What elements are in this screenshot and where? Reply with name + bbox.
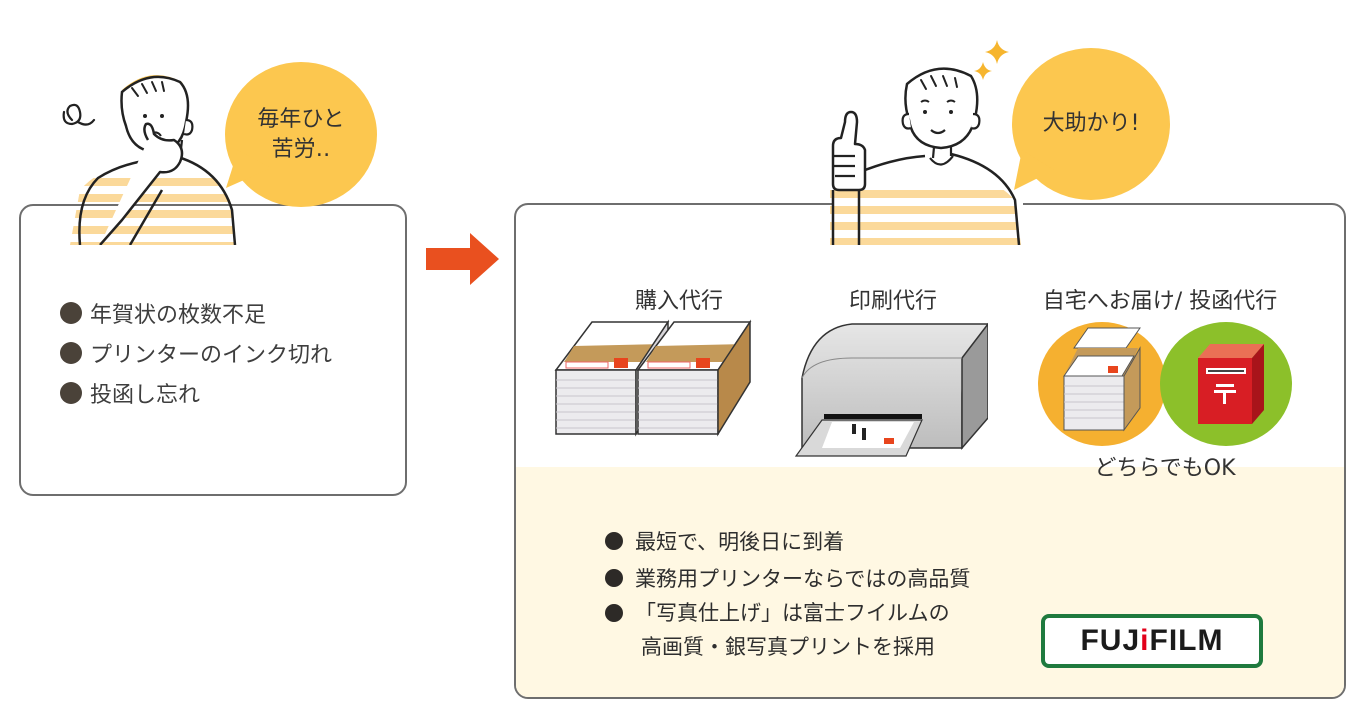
- logo-text-part1: FUJ: [1080, 624, 1141, 657]
- problem-list: 年賀状の枚数不足 プリンターのインク切れ 投函し忘れ: [60, 293, 332, 413]
- bubble-text-line2: 苦労‥: [271, 136, 331, 162]
- bubble-text: 大助かり!: [1042, 111, 1140, 136]
- problem-item: 投函し忘れ: [60, 373, 332, 413]
- service-label-purchase: 購入代行: [634, 289, 723, 314]
- benefit-text: 業務用プリンターならではの高品質: [635, 566, 971, 591]
- speech-bubble-before: 毎年ひと 苦労‥: [225, 62, 377, 207]
- logo-text-part2: FILM: [1149, 624, 1224, 657]
- problem-item: 年賀状の枚数不足: [60, 293, 332, 333]
- benefit-item: 「写真仕上げ」は富士フイルムの 高画質・銀写真プリントを採用: [605, 596, 970, 664]
- benefit-text-line1: 「写真仕上げ」は富士フイルムの: [635, 601, 950, 625]
- postbox-icon: [1198, 344, 1264, 424]
- benefit-list: 最短で、明後日に到着 業務用プリンターならではの高品質 「写真仕上げ」は富士フイ…: [605, 522, 970, 664]
- speech-bubble-tail: [226, 150, 271, 188]
- benefit-text: 最短で、明後日に到着: [635, 529, 845, 554]
- postcard-stack-icon: [1063, 327, 1141, 432]
- benefit-item: 最短で、明後日に到着: [605, 522, 970, 559]
- service-label-delivery: 自宅へお届け/ 投函代行: [1042, 289, 1278, 314]
- either-ok-label: どちらでもOK: [1094, 456, 1236, 481]
- delivery-and-postbox-icon: [1038, 322, 1292, 446]
- before-panel: [19, 204, 407, 496]
- bubble-text-line1: 毎年ひと: [257, 106, 345, 132]
- bullet-icon: [605, 604, 623, 622]
- logo-text-accent: i: [1140, 624, 1150, 657]
- postcard-stacks-icon: [554, 319, 752, 437]
- benefit-item: 業務用プリンターならではの高品質: [605, 559, 970, 596]
- bullet-icon: [60, 302, 82, 324]
- service-label-print: 印刷代行: [848, 289, 937, 314]
- bullet-icon: [605, 568, 623, 587]
- bullet-icon: [60, 342, 82, 364]
- bullet-icon: [60, 382, 82, 404]
- problem-item: プリンターのインク切れ: [60, 333, 332, 373]
- bullet-icon: [605, 531, 623, 550]
- worried-person-illustration: [62, 75, 237, 245]
- right-arrow-icon: [426, 233, 499, 285]
- benefit-text-line2: 高画質・銀写真プリントを採用: [641, 635, 935, 659]
- thumbs-up-person-illustration: [830, 40, 1023, 245]
- problem-text: 年賀状の枚数不足: [90, 303, 267, 328]
- problem-text: 投函し忘れ: [90, 383, 201, 408]
- speech-bubble-tail: [1014, 150, 1054, 190]
- problem-text: プリンターのインク切れ: [90, 343, 333, 368]
- printer-icon: [794, 322, 988, 457]
